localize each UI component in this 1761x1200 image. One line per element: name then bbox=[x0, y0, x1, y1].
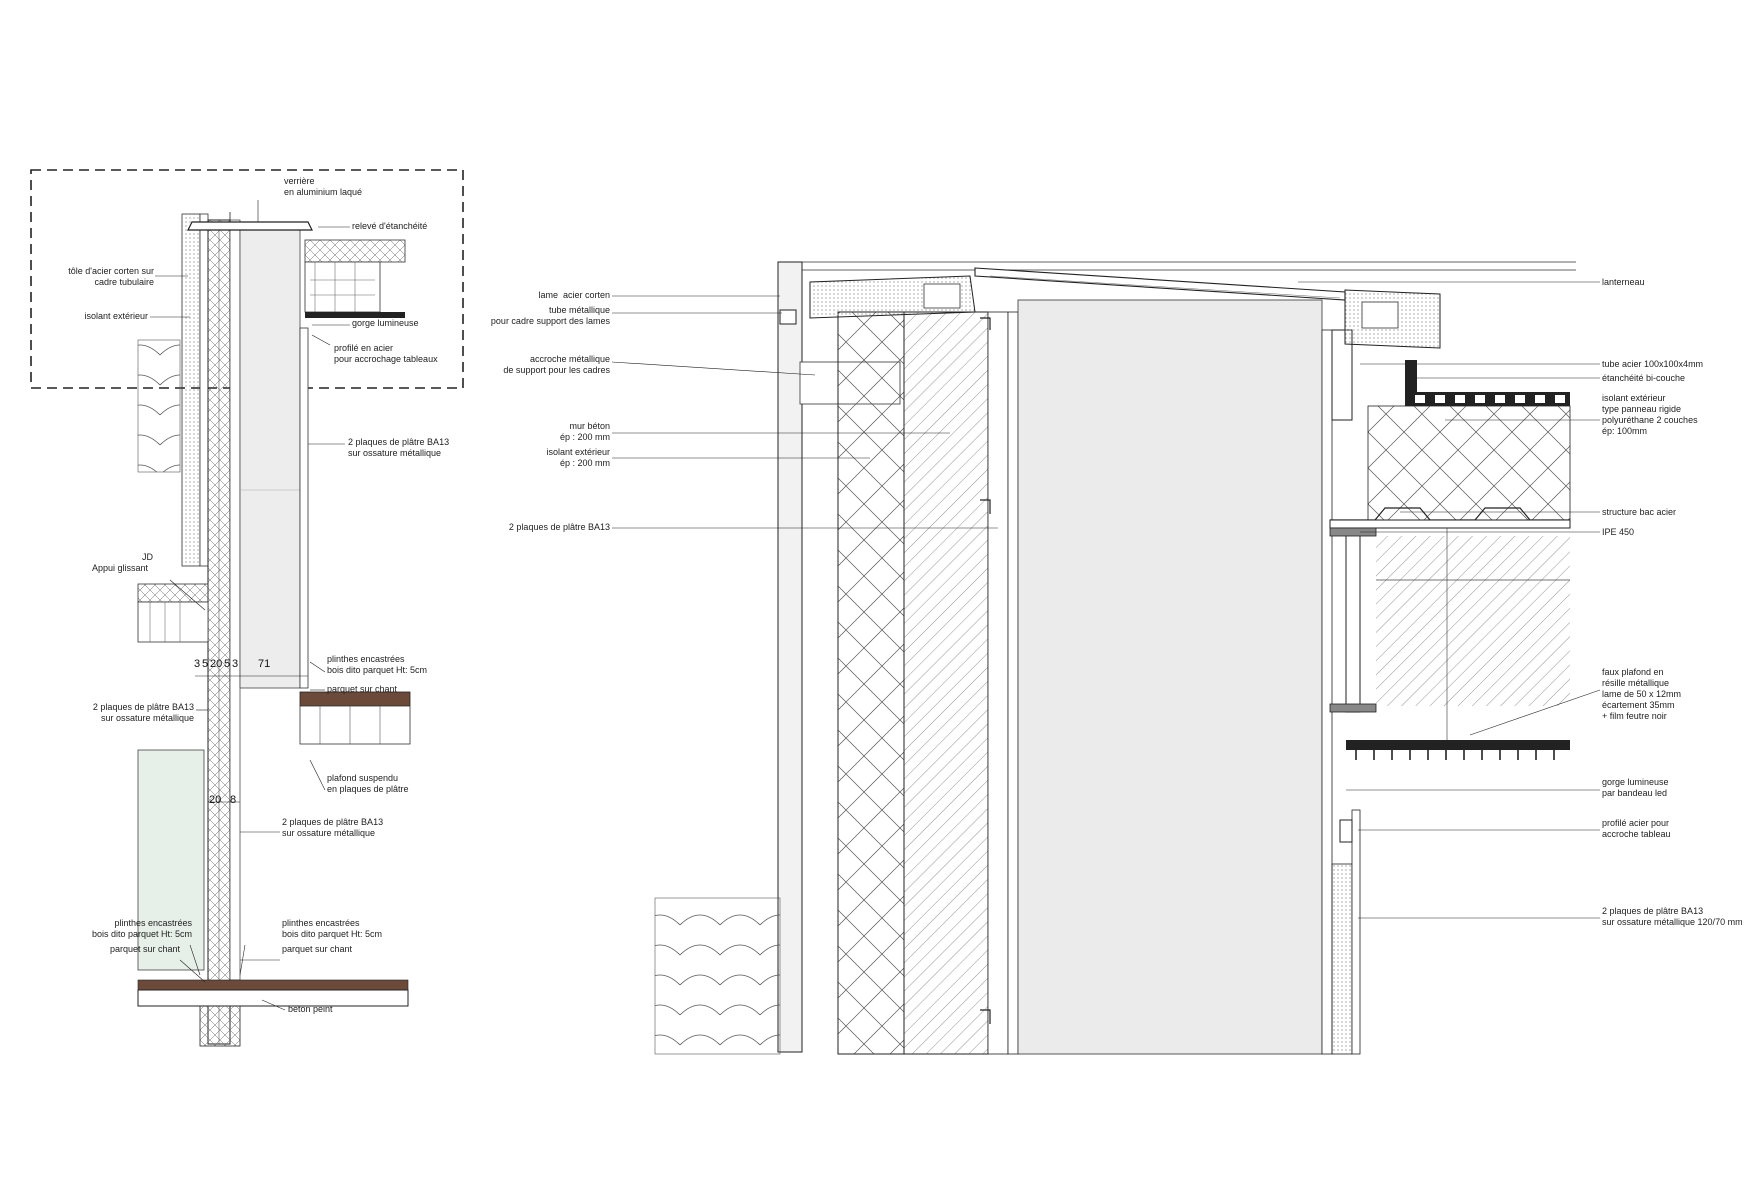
label-plinthes-top: plinthes encastrées bois dito parquet Ht… bbox=[327, 654, 428, 675]
ground-floor bbox=[137, 979, 409, 991]
label-plinthes-left: plinthes encastrées bois dito parquet Ht… bbox=[91, 918, 192, 939]
label-plaques-left: 2 plaques de plâtre BA13 sur ossature mé… bbox=[92, 702, 194, 723]
label-faux-plafond: faux plafond en résille métallique lame … bbox=[1602, 667, 1682, 721]
label-tube-acier: tube acier 100x100x4mm bbox=[1602, 359, 1704, 369]
light-shaft-right bbox=[1017, 299, 1323, 1055]
dim-6: 71 bbox=[258, 658, 271, 670]
waterproofing bbox=[1405, 392, 1570, 406]
label-parquet-right: parquet sur chant bbox=[282, 944, 353, 954]
label-tole-corten: tôle d'acier corten sur cadre tubulaire bbox=[68, 266, 154, 287]
label-plinthes-right: plinthes encastrées bois dito parquet Ht… bbox=[282, 918, 383, 939]
roof-tiles-right bbox=[654, 897, 781, 1055]
roof-structure-hatch bbox=[1376, 536, 1570, 706]
plasterboard bbox=[987, 311, 1009, 1055]
label-profile-acier-left: profilé en acier pour accrochage tableau… bbox=[334, 343, 438, 364]
label-appui-glissant: Appui glissant bbox=[92, 563, 149, 573]
label-isolant-panneau: isolant extérieur type panneau rigide po… bbox=[1602, 393, 1698, 436]
dim-5: 3 bbox=[232, 658, 239, 670]
label-plafond-suspendu: plafond suspendu en plaques de plâtre bbox=[327, 773, 409, 794]
label-profile-acier-right: profilé acier pour accroche tableau bbox=[1602, 818, 1671, 839]
roof-insulation bbox=[1367, 405, 1571, 521]
ipe-beam bbox=[1345, 527, 1361, 713]
light-shaft bbox=[239, 227, 301, 689]
mesh-ceiling bbox=[1346, 740, 1570, 750]
concrete-wall bbox=[903, 311, 989, 1055]
label-structure-bac-acier: structure bac acier bbox=[1602, 507, 1677, 517]
label-jd: JD bbox=[142, 552, 153, 562]
corten-blade bbox=[777, 261, 803, 1053]
dim-8: 8 bbox=[230, 794, 237, 806]
label-gorge-lumineuse-left: gorge lumineuse bbox=[352, 318, 419, 328]
skylight bbox=[187, 221, 313, 231]
glazing-panel bbox=[137, 749, 205, 971]
roof-tiles bbox=[137, 339, 181, 473]
dim-2: 5 bbox=[202, 658, 209, 670]
label-plaques-top: 2 plaques de plâtre BA13 sur ossature mé… bbox=[348, 437, 450, 458]
slab-left bbox=[137, 583, 209, 603]
label-lame-corten: lame acier corten bbox=[538, 290, 610, 300]
label-beton-peint: béton peint bbox=[288, 1004, 333, 1014]
label-mur-beton: mur béton ép : 200 mm bbox=[559, 421, 610, 442]
label-verriere: verrière en aluminium laqué bbox=[284, 176, 363, 197]
skylight-right bbox=[974, 267, 1346, 301]
label-tube-metallique: tube métallique pour cadre support des l… bbox=[490, 305, 610, 326]
roof-insulation-right bbox=[304, 239, 406, 263]
corten-column bbox=[181, 213, 201, 567]
dim-3: 20 bbox=[210, 658, 223, 670]
label-etancheite-bicouche: étanchéité bi-couche bbox=[1602, 373, 1686, 383]
right-detail bbox=[611, 261, 1601, 1055]
label-parquet-top: parquet sur chant bbox=[327, 684, 398, 694]
label-gorge-lumineuse-right: gorge lumineuse par bandeau led bbox=[1602, 777, 1669, 798]
label-releve-etancheite: relevé d'étanchéité bbox=[352, 221, 428, 231]
label-accroche-metallique: accroche métallique de support pour les … bbox=[503, 354, 610, 375]
dim-4: 5 bbox=[224, 658, 231, 670]
label-ipe-450: IPE 450 bbox=[1602, 527, 1635, 537]
exterior-insulation bbox=[837, 311, 905, 1055]
label-plaques-right-detail: 2 plaques de plâtre BA13 bbox=[508, 522, 610, 532]
label-plaques-ossature: 2 plaques de plâtre BA13 sur ossature mé… bbox=[1602, 906, 1743, 927]
left-detail bbox=[30, 169, 464, 1047]
label-plaques-mid: 2 plaques de plâtre BA13 sur ossature mé… bbox=[282, 817, 384, 838]
dim-7: 20 bbox=[209, 794, 222, 806]
label-lanterneau: lanterneau bbox=[1602, 277, 1645, 287]
label-isolant-exterieur-right: isolant extérieur ép : 200 mm bbox=[546, 447, 610, 468]
dim-1: 3 bbox=[194, 658, 201, 670]
label-parquet-left: parquet sur chant bbox=[109, 944, 180, 954]
lining-lower bbox=[1331, 863, 1353, 1055]
label-isolant-exterieur-left: isolant extérieur bbox=[84, 311, 148, 321]
